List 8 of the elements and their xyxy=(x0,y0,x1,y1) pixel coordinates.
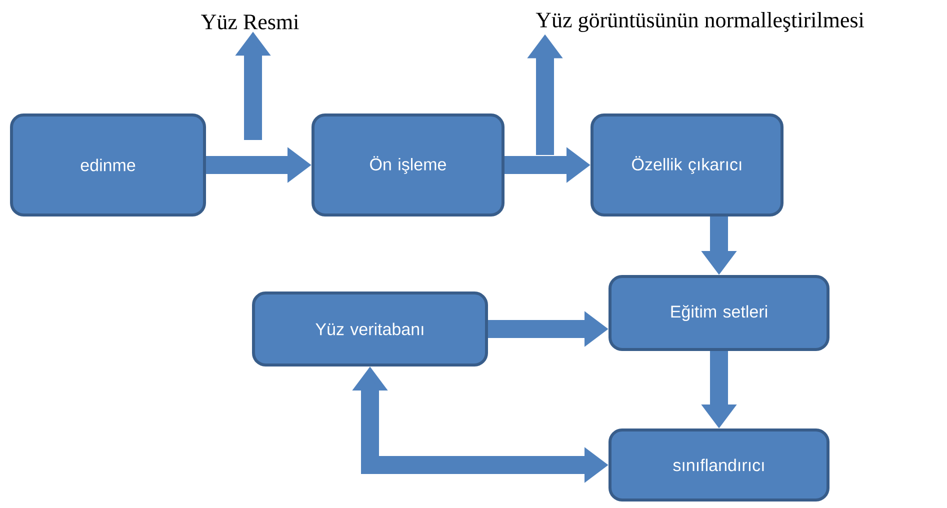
process-box: Ön işleme xyxy=(312,114,504,216)
process-box: Özellik çıkarıcı xyxy=(590,114,784,216)
process-box: edinme xyxy=(10,114,206,216)
caption-text: Yüz Resmi xyxy=(201,14,299,30)
caption-text: Yüz görüntüsünün normalleştirilmesi xyxy=(536,12,864,32)
process-box: Yüz veritabanı xyxy=(252,292,488,366)
process-box: sınıflandırıcı xyxy=(608,428,830,502)
process-box: Eğitim setleri xyxy=(608,274,830,351)
